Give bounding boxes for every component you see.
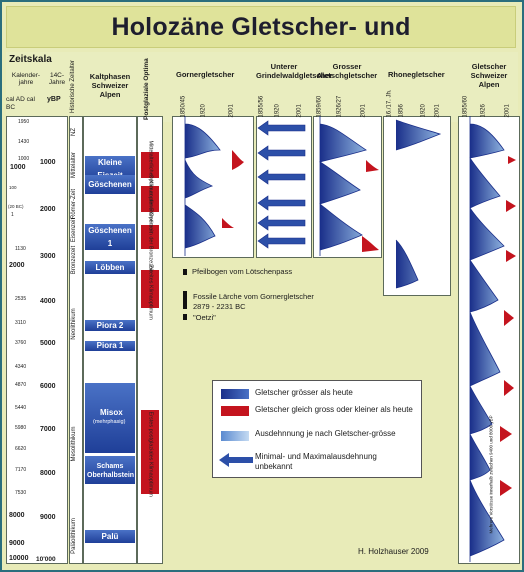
tick-left-big: 8000: [9, 512, 25, 519]
tick-left: (20 BC): [8, 204, 24, 209]
cold-phase-schams: [85, 456, 135, 484]
credit: H. Holzhauser 2009: [358, 547, 429, 556]
tick-left: 1: [11, 212, 14, 218]
legend-label: Gletscher grösser als heute: [255, 388, 353, 397]
tick-left-big: 1000: [10, 164, 26, 171]
legend-label: Gletscher gleich gross oder kleiner als …: [255, 405, 413, 414]
timescale-panel: [6, 116, 68, 564]
tick-left: 6620: [15, 446, 27, 452]
optimum-bronzezeit: [141, 225, 159, 249]
timescale-heading: Zeitskala: [9, 54, 52, 65]
tick-left: 1000: [18, 156, 30, 162]
aletsch-red: [362, 236, 379, 252]
legend-swatch-red: [221, 406, 249, 416]
cold-phase-schams-label: Schams Oberhalbstein: [87, 463, 135, 479]
cold-phase-piora-2: Piora 2: [85, 320, 135, 331]
legend-swatch-lightblue: [221, 431, 249, 441]
optimum-mittelalter: [141, 152, 159, 178]
grindelwald-panel: [256, 116, 312, 258]
rhone-curve: [395, 119, 442, 289]
glacier-header-schweizer: Gletscher Schweizer Alpen: [470, 62, 508, 89]
tick-right: 3000: [40, 253, 56, 260]
oetzi-label: "Oetzi": [193, 313, 216, 322]
tick-left-big: 9000: [9, 540, 25, 547]
tick-left: 1430: [18, 139, 30, 145]
legend-label: Minimal- und Maximalausdehnung unbekannt: [255, 452, 377, 471]
tick-left: 5980: [15, 425, 27, 431]
tick-left: 3760: [15, 340, 27, 346]
glacier-header-grindelwald: Unterer Grindelwaldgletscher: [256, 62, 333, 80]
laerche-label: Fossile Lärche vom Gornergletscher: [193, 292, 314, 301]
grindelwald-arrows: [257, 120, 306, 249]
optimum-erstes: [141, 410, 159, 494]
cold-phase-goeschenen-2: Göschenen 2: [85, 175, 135, 208]
tick-left: 5440: [15, 405, 27, 411]
tick-left: 7530: [15, 490, 27, 496]
tick-right: 4000: [40, 298, 56, 305]
cold-phase-palue: Palü: [85, 530, 135, 543]
tick-left: 1950: [18, 119, 30, 125]
legend-arrow-icon: [219, 453, 253, 467]
oetzi-marker: [183, 314, 187, 320]
timescale-col2-header: 14C-Jahre: [48, 72, 66, 86]
tick-right: 2000: [40, 206, 56, 213]
glacier-header-gorner: Gornergletscher: [176, 70, 235, 79]
optimum-roemerzeit: [141, 186, 159, 212]
schweizer-red: [500, 156, 516, 496]
column-header-strip: [6, 52, 518, 122]
tick-left: 4340: [15, 364, 27, 370]
schweizer-note: Mehrere Vorstösse innerhalb zwischen 940…: [488, 415, 494, 534]
cold-phases-header: Kaltphasen Schweizer Alpen: [89, 72, 131, 99]
periods-panel: [69, 116, 83, 564]
rhone-panel: [383, 116, 451, 296]
legend-swatch-blue: [221, 389, 249, 399]
aletsch-curve: [318, 116, 367, 256]
tick-right: 8000: [40, 470, 56, 477]
laerche-dates: 2879 - 2231 BC: [193, 302, 246, 311]
tick-right: 9000: [40, 514, 56, 521]
tick-right: 1000: [40, 159, 56, 166]
gorner-red: [222, 218, 234, 228]
glacier-header-rhone: Rhonegletscher: [388, 70, 445, 79]
laerche-marker: [183, 291, 187, 309]
tick-left-big: 2000: [9, 262, 25, 269]
cold-phase-goeschenen-1: Göschenen 1: [85, 224, 135, 250]
tick-left-big: 10000: [9, 555, 29, 562]
gorner-red: [232, 150, 244, 170]
pfeilbogen-marker: [183, 269, 187, 275]
cold-phase-misox-label: Misox: [100, 408, 123, 417]
tick-left: 100: [9, 185, 17, 190]
timescale-col2-sub: yBP: [47, 96, 61, 103]
cold-phase-misox: [85, 383, 135, 453]
tick-right: 5000: [40, 340, 56, 347]
tick-left: 4870: [15, 382, 27, 388]
pfeilbogen-label: Pfeilbogen vom Lötschenpass: [192, 267, 293, 276]
timescale-col1-sub: cal AD cal BC: [6, 96, 35, 111]
legend-box: Gletscher grösser als heute Gletscher gl…: [212, 380, 422, 478]
cold-phase-loebben: Löbben: [85, 261, 135, 274]
legend-label: Ausdehnnung je nach Gletscher-grösse: [255, 429, 396, 438]
tick-left: 1130: [15, 246, 26, 252]
tick-left: 3110: [15, 320, 26, 326]
cold-phase-misox-sub: (mehrphasig): [93, 419, 126, 425]
tick-left: 2535: [15, 296, 27, 302]
timescale-col1-header: Kalender-jahre: [11, 72, 41, 86]
schweizer-curve: [469, 116, 505, 562]
tick-left: 7170: [15, 467, 27, 473]
glacier-header-aletsch: Grosser Aletschgletscher: [316, 62, 378, 80]
aletsch-red: [366, 160, 379, 172]
tick-right: 7000: [40, 426, 56, 433]
cold-phase-piora-1: Piora 1: [85, 341, 135, 351]
gorner-curve: [184, 116, 221, 256]
tick-right: 6000: [40, 383, 56, 390]
optimum-zweites: [141, 270, 159, 308]
tick-right: 10'000: [36, 556, 56, 563]
